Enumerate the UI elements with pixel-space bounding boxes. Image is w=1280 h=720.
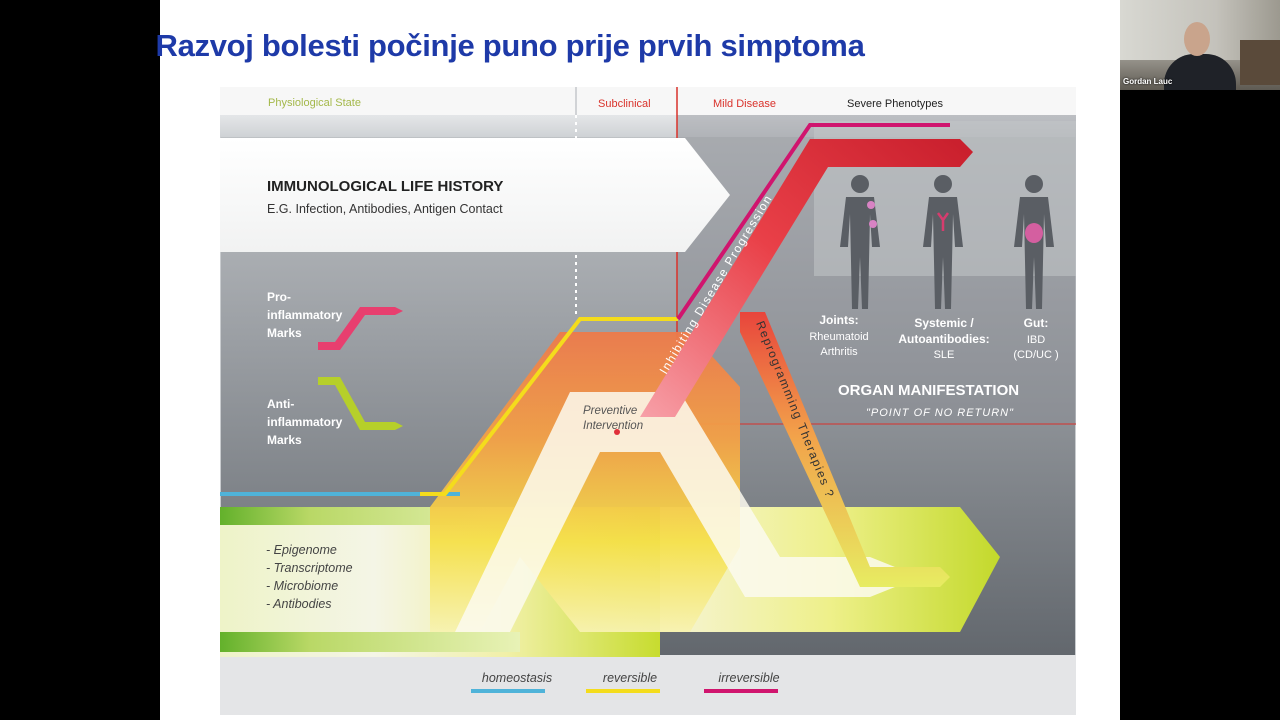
organ-joints-line1: Rheumatoid (809, 331, 868, 343)
organ-gut-title: Gut: (1024, 316, 1049, 330)
legend-homeostasis-label: homeostasis (482, 671, 552, 685)
reprogramming-band (740, 312, 950, 587)
pro-label-line2: inflammatory (267, 308, 343, 322)
organ-gut: Gut: IBD (CD/UC ) (1013, 316, 1058, 361)
omics-microbiome: - Microbiome (266, 579, 338, 593)
anti-inflammatory-marker (318, 377, 403, 430)
video-bookshelf (1240, 40, 1280, 85)
participant-name: Gordan Lauc (1123, 77, 1173, 86)
stage-mild-disease: Mild Disease (713, 98, 776, 110)
anti-label-line2: inflammatory (267, 415, 343, 429)
life-history-subtitle: E.G. Infection, Antibodies, Antigen Cont… (267, 202, 503, 216)
stage-header-band (220, 87, 1076, 115)
organ-systemic: Systemic / Autoantibodies: SLE (898, 316, 989, 361)
irreversible-line (676, 123, 950, 321)
legend-irreversible: irreversible (704, 671, 780, 693)
organ-gut-line2: (CD/UC ) (1013, 349, 1058, 361)
legend-panel (220, 655, 1076, 715)
joints-figure-icon (840, 175, 880, 309)
omics-antibodies: - Antibodies (266, 597, 332, 611)
organ-systemic-line1: Autoantibodies: (898, 332, 989, 346)
participant-video-tile[interactable]: Gordan Lauc (1120, 0, 1280, 90)
slide-title: Razvoj bolesti počinje puno prije prvih … (155, 28, 865, 63)
anti-label-line3: Marks (267, 433, 302, 447)
gut-figure-icon (1014, 175, 1054, 309)
pro-label-line1: Pro- (267, 290, 291, 304)
legend-irreversible-label: irreversible (718, 671, 779, 685)
pro-inflammatory-marker (318, 307, 403, 350)
organ-joints-title: Joints: (819, 313, 858, 327)
legend-reversible-label: reversible (603, 671, 657, 685)
organ-gut-line1: IBD (1027, 334, 1045, 346)
legend-homeostasis: homeostasis (471, 671, 552, 693)
omics-transcriptome: - Transcriptome (266, 561, 353, 575)
omics-band-bottom-edge (220, 632, 520, 652)
stage-physiological: Physiological State (268, 97, 361, 109)
participant-body (1164, 54, 1236, 90)
stage-subclinical: Subclinical (598, 98, 651, 110)
pro-label-line3: Marks (267, 326, 302, 340)
organ-systemic-title: Systemic / (914, 316, 974, 330)
stage-severe-phenotypes: Severe Phenotypes (847, 98, 944, 110)
organ-systemic-line2: SLE (934, 349, 955, 361)
legend-reversible-swatch (586, 689, 660, 693)
legend-irreversible-swatch (704, 689, 778, 693)
organ-joints-line2: Arthritis (820, 346, 858, 358)
life-history-arrow (220, 138, 730, 252)
preventive-label-line1: Preventive (583, 405, 637, 417)
preventive-chevron (455, 392, 920, 632)
disease-progression-diagram: Physiological State Subclinical Mild Dis… (220, 87, 1076, 715)
organ-manifestation-title: ORGAN MANIFESTATION (838, 382, 1019, 399)
legend-reversible: reversible (586, 671, 660, 693)
anti-label-line1: Anti- (267, 397, 294, 411)
participant-head (1184, 22, 1210, 56)
reversible-line (420, 317, 678, 496)
disease-progression-arrow (640, 139, 973, 417)
systemic-figure-icon (923, 175, 963, 309)
life-history-title: IMMUNOLOGICAL LIFE HISTORY (267, 178, 503, 195)
organ-joints: Joints: Rheumatoid Arthritis (809, 313, 868, 358)
preventive-label-line2: Intervention (583, 420, 643, 432)
pointer-dot (614, 429, 620, 435)
point-of-no-return: "POINT OF NO RETURN" (866, 407, 1014, 419)
legend-homeostasis-swatch (471, 689, 545, 693)
omics-epigenome: - Epigenome (266, 543, 337, 557)
